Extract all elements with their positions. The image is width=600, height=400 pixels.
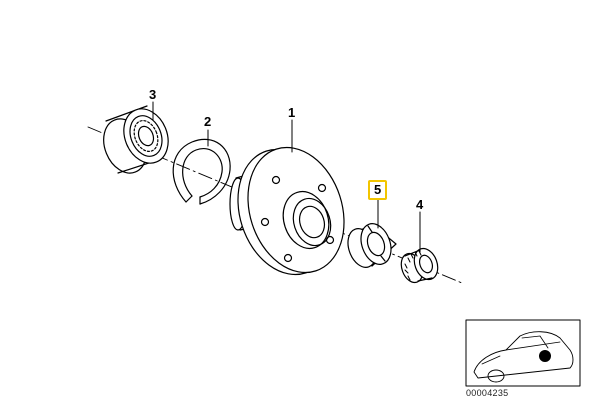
diagram-reference-code: 00004235 <box>466 388 509 398</box>
callout-bearing[interactable]: 3 <box>149 87 157 102</box>
circlip <box>172 138 231 205</box>
wheel-hub <box>229 146 345 276</box>
callout-circlip[interactable]: 2 <box>204 114 212 129</box>
wheel-location-marker <box>539 350 551 362</box>
callout-lock-plate-highlighted[interactable]: 5 <box>368 180 388 200</box>
callout-hub[interactable]: 1 <box>288 105 296 120</box>
collar-nut <box>400 247 439 284</box>
leader-lines <box>152 101 421 253</box>
callout-collar-nut[interactable]: 4 <box>416 197 424 212</box>
wheel-bearing <box>103 105 169 174</box>
lock-plate <box>347 223 397 268</box>
car-location-inset <box>465 319 581 387</box>
